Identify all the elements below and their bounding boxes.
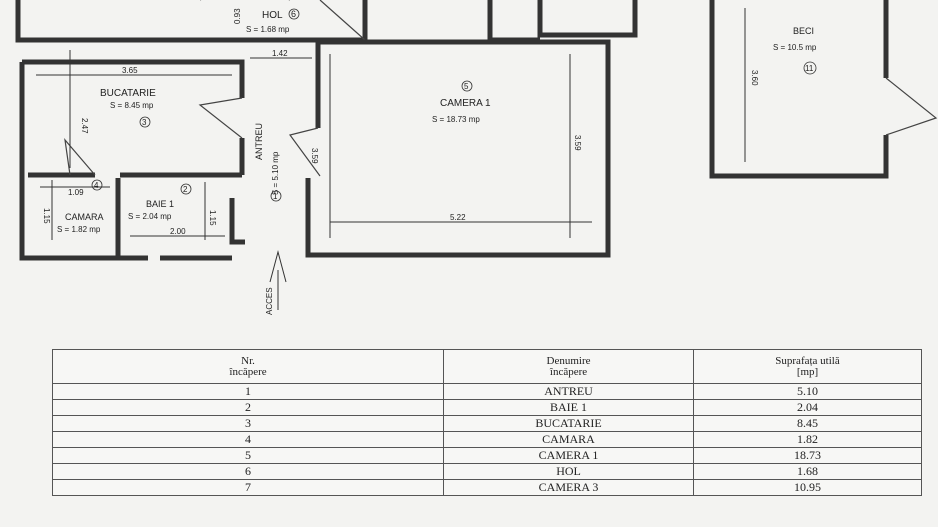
dim-baie-h: 1.15 — [208, 210, 217, 226]
cell-name: CAMARA — [443, 431, 695, 448]
room-hol-name: HOL — [262, 10, 283, 21]
room-hol-area: S = 1.68 mp — [246, 25, 290, 34]
room-antreu-number: 1 — [273, 192, 278, 201]
cell-name: BAIE 1 — [443, 399, 695, 416]
cell-name: HOL — [443, 463, 695, 480]
room-camera1-number: 5 — [464, 82, 469, 91]
cell-name: CAMERA 1 — [443, 447, 695, 464]
cell-nr: 5 — [51, 447, 445, 464]
room-areas-table: Nr. încăpere Denumire încăpere Suprafața… — [51, 349, 922, 496]
room-camara-number: 4 — [94, 181, 99, 190]
dim-hol-width: 0.93 — [233, 8, 242, 24]
cell-name: BUCATARIE — [443, 415, 695, 432]
dim-camara-w: 1.09 — [68, 188, 84, 197]
cell-nr: 2 — [51, 399, 445, 416]
dim-hol-gap: 1.42 — [272, 49, 288, 58]
dim-buc-width: 3.65 — [122, 66, 138, 75]
room-camara: 1.09 4 1.15 CAMARA S = 1.82 mp — [40, 179, 110, 240]
room-camara-name: CAMARA — [65, 212, 104, 222]
room-beci-area: S = 10.5 mp — [773, 43, 817, 52]
room-baie: 2 BAIE 1 S = 2.04 mp 1.15 2.00 — [128, 182, 225, 240]
access-label: ACCES — [265, 287, 274, 315]
dim-baie-w: 2.00 — [170, 227, 186, 236]
room-antreu-name: ANTREU — [254, 123, 264, 160]
cell-area: 18.73 — [693, 447, 922, 464]
cell-area: 1.82 — [693, 431, 922, 448]
room-beci-number: 11 — [805, 64, 814, 73]
cell-nr: 4 — [51, 431, 445, 448]
room-antreu: ANTREU S = 5.10 mp 1 1.42 — [250, 49, 312, 202]
room-bucatarie-number: 3 — [142, 118, 147, 127]
room-camera1: 3.59 3.59 5.22 5 CAMERA 1 S = 18.73 mp — [288, 39, 611, 258]
cell-area: 8.45 — [693, 415, 922, 432]
room-camera1-name: CAMERA 1 — [440, 98, 491, 109]
floor-plan: HOL 6 S = 1.68 mp 0.93 3.65 2.47 BUCATAR… — [15, 0, 938, 315]
dim-beci-h: 3.60 — [750, 70, 759, 86]
cell-name: ANTREU — [443, 383, 695, 400]
table-header-row: Nr. încăpere Denumire încăpere Suprafața… — [51, 349, 922, 384]
cell-area: 10.95 — [693, 479, 922, 496]
cell-nr: 3 — [51, 415, 445, 432]
header-nr: Nr. încăpere — [51, 349, 445, 384]
dim-cam1-width: 5.22 — [450, 213, 466, 222]
cell-name: CAMERA 3 — [443, 479, 695, 496]
access-arrow: ACCES — [265, 250, 287, 315]
room-bucatarie-area: S = 8.45 mp — [110, 101, 154, 110]
header-suprafata: Suprafața utilă [mp] — [693, 349, 922, 384]
room-beci-name: BECI — [793, 26, 814, 36]
dim-cam1-left: 3.59 — [310, 148, 319, 164]
dim-camara-h: 1.15 — [42, 208, 51, 224]
room-bucatarie-name: BUCATARIE — [100, 88, 156, 99]
room-beci: 3.60 BECI S = 10.5 mp 11 — [709, 0, 938, 179]
room-baie-area: S = 2.04 mp — [128, 212, 172, 221]
cell-nr: 7 — [51, 479, 445, 496]
left-block-walls — [19, 59, 245, 261]
cell-area: 2.04 — [693, 399, 922, 416]
dim-buc-height: 2.47 — [80, 118, 89, 134]
room-hol-number: 6 — [291, 9, 296, 19]
cell-nr: 6 — [51, 463, 445, 480]
cell-area: 1.68 — [693, 463, 922, 480]
header-denumire: Denumire încăpere — [443, 349, 695, 384]
room-baie-name: BAIE 1 — [146, 199, 174, 209]
cell-nr: 1 — [51, 383, 445, 400]
dim-cam1-right: 3.59 — [573, 135, 582, 151]
room-camera1-area: S = 18.73 mp — [432, 115, 480, 124]
top-walls — [15, 0, 638, 43]
room-bucatarie: 3.65 2.47 BUCATARIE S = 8.45 mp 3 — [36, 50, 232, 168]
room-baie-number: 2 — [183, 185, 188, 194]
room-hol: HOL 6 S = 1.68 mp 0.93 — [233, 8, 300, 34]
room-antreu-area: S = 5.10 mp — [271, 151, 280, 195]
cell-area: 5.10 — [693, 383, 922, 400]
room-camara-area: S = 1.82 mp — [57, 225, 101, 234]
